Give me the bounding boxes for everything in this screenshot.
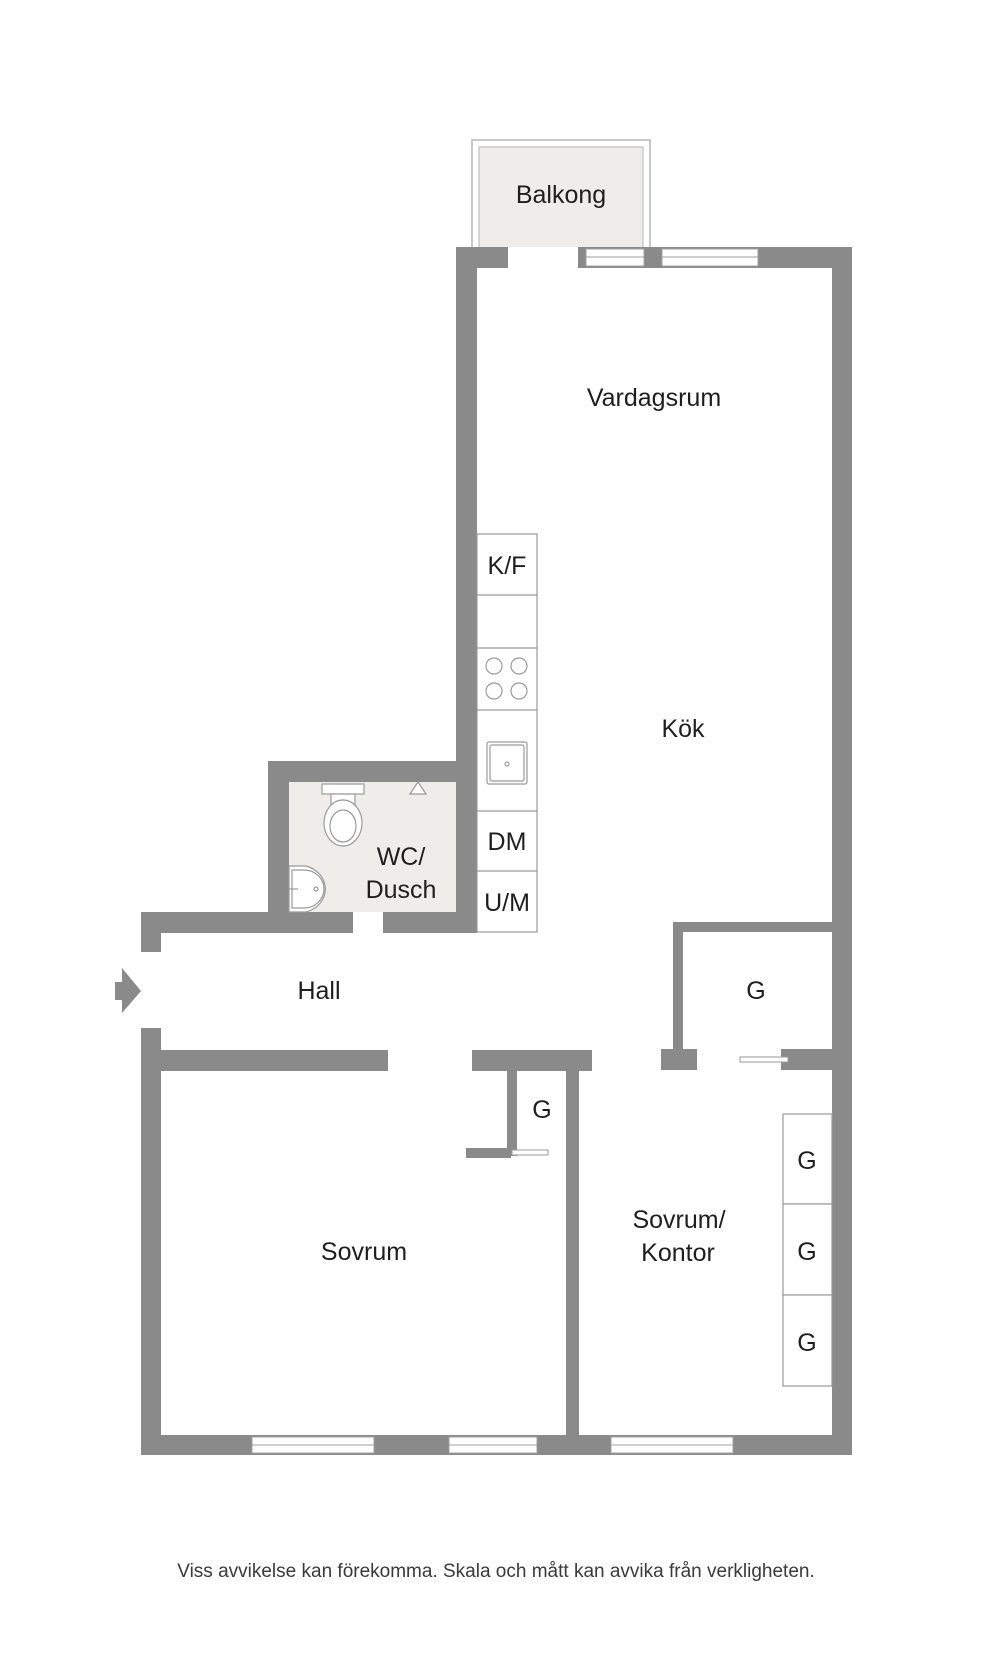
- office-wardrobes: [782, 1113, 833, 1387]
- room-label-balcony: Balkong: [516, 181, 606, 209]
- wet-room-floor: [289, 782, 457, 932]
- microwave-label: U/M: [484, 889, 530, 917]
- room-label-office-2: Kontor: [641, 1239, 715, 1267]
- room-label-bath-1: WC/: [377, 843, 426, 871]
- room-label-bath-2: Dusch: [366, 876, 437, 904]
- wardrobe-label: G: [797, 1147, 816, 1175]
- balcony: [471, 139, 651, 249]
- dishwasher-label: DM: [488, 828, 527, 856]
- window: [508, 247, 578, 268]
- stove-icon: [485, 657, 528, 700]
- kitchen-counter: [476, 533, 538, 933]
- entrance-arrow-icon: [115, 968, 141, 1013]
- washbasin-icon: [288, 865, 326, 913]
- shower-drain-icon: [408, 780, 428, 795]
- wardrobe-label: G: [797, 1329, 816, 1357]
- room-label-living: Vardagsrum: [587, 384, 721, 412]
- door-openings: [141, 912, 781, 1158]
- sink-icon: [486, 741, 528, 785]
- toilet-icon: [321, 783, 365, 847]
- wardrobe-label: G: [797, 1238, 816, 1266]
- windows: [251, 247, 759, 1454]
- wardrobe-label: G: [532, 1096, 551, 1124]
- room-label-bedroom: Sovrum: [321, 1238, 407, 1266]
- wardrobe-label: G: [746, 977, 765, 1005]
- room-label-kitchen: Kök: [661, 715, 705, 743]
- disclaimer-text: Viss avvikelse kan förekomma. Skala och …: [177, 1561, 815, 1582]
- room-label-office-1: Sovrum/: [632, 1206, 725, 1234]
- fridge-freezer-label: K/F: [488, 552, 527, 580]
- sliding-doors: [511, 1056, 789, 1156]
- room-label-hall: Hall: [297, 977, 340, 1005]
